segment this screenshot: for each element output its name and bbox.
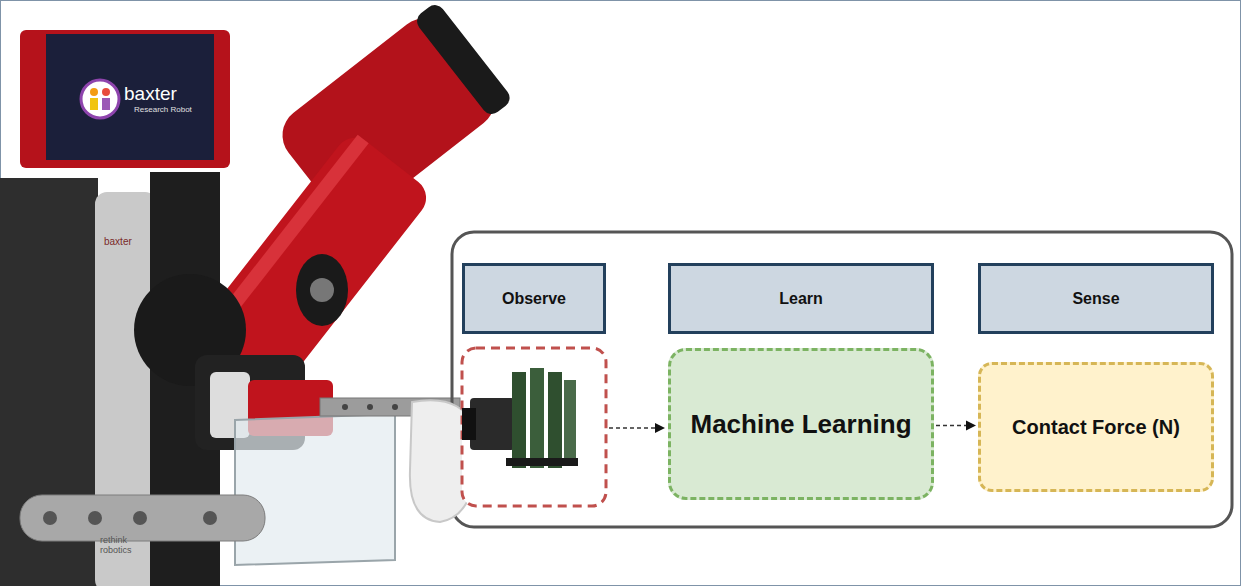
screen bbox=[46, 34, 214, 160]
dashed-arrow bbox=[936, 421, 976, 431]
camera-body bbox=[470, 398, 515, 450]
logo-dot bbox=[102, 88, 110, 96]
logo-ring bbox=[81, 80, 119, 118]
node-text: Observe bbox=[502, 290, 566, 308]
stage-header: Observe bbox=[462, 263, 606, 334]
arrow-head bbox=[655, 423, 665, 433]
arm-button bbox=[310, 278, 334, 302]
logo-bar bbox=[90, 98, 98, 110]
camera-board bbox=[564, 380, 576, 462]
logo-bar bbox=[102, 98, 110, 110]
camera-board bbox=[530, 368, 544, 468]
brand-text: rethink robotics bbox=[100, 536, 152, 556]
arm-buttons bbox=[296, 254, 348, 326]
pipeline-frame bbox=[452, 232, 1232, 527]
screen-logo-text: baxter bbox=[124, 84, 214, 105]
node-text: Sense bbox=[1072, 290, 1119, 308]
node-text: Machine Learning bbox=[690, 409, 911, 440]
connector-line bbox=[936, 425, 967, 427]
acrylic-plate bbox=[235, 414, 395, 565]
node-text: Contact Force (N) bbox=[1012, 416, 1180, 439]
stage-header: Learn bbox=[668, 263, 934, 334]
arrow-head bbox=[966, 421, 976, 431]
node-text: Learn bbox=[779, 290, 823, 308]
stage-header: Sense bbox=[978, 263, 1214, 334]
camera-board bbox=[548, 372, 562, 468]
logo-dot bbox=[90, 88, 98, 96]
process-box: Machine Learning bbox=[668, 348, 934, 500]
camera-lens bbox=[462, 408, 476, 440]
camera-box bbox=[462, 348, 606, 506]
camera-board bbox=[512, 372, 526, 468]
output-box: Contact Force (N) bbox=[978, 362, 1214, 492]
body-logo-text: baxter bbox=[104, 236, 154, 247]
screen-subtitle: Research Robot bbox=[134, 106, 210, 115]
dashed-arrow bbox=[609, 427, 656, 429]
screen-frame bbox=[20, 30, 230, 168]
camera-base bbox=[506, 458, 578, 466]
aluminium-bar bbox=[20, 495, 265, 541]
